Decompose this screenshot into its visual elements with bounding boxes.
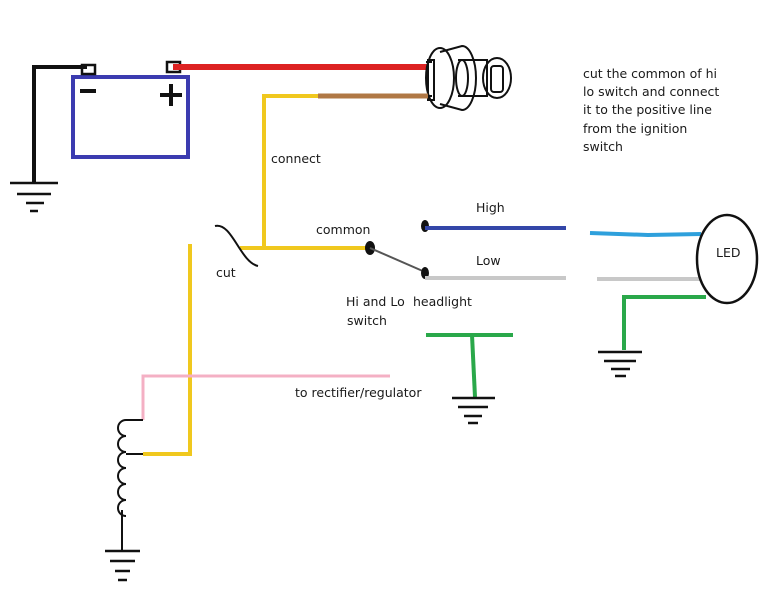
cut-mark <box>214 224 259 267</box>
ignition-switch <box>425 44 512 112</box>
connect-label: connect <box>271 151 321 166</box>
rectifier-label: to rectifier/regulator <box>295 385 422 400</box>
high-label: High <box>476 200 505 215</box>
led-ground <box>598 295 706 378</box>
note-line: switch <box>583 139 623 154</box>
led-label: LED <box>716 245 741 260</box>
note-line: it to the positive line <box>583 102 712 117</box>
switch-label-line2: switch <box>347 313 387 328</box>
headlight-ground <box>426 333 513 425</box>
battery-ground <box>10 65 87 213</box>
low-label: Low <box>476 253 501 268</box>
common-label: common <box>316 222 370 237</box>
note-line: lo switch and connect <box>583 84 719 99</box>
rectifier-wire <box>141 374 390 420</box>
battery <box>71 60 190 159</box>
led-lamp <box>695 213 759 305</box>
note-line: cut the common of hi <box>583 66 717 81</box>
cut-label: cut <box>216 265 236 280</box>
hi-lo-switch <box>365 220 429 279</box>
yellow-wires <box>143 94 372 456</box>
switch-label-line1: Hi and Lo <box>346 294 405 309</box>
instruction-note: cut the common of hi lo switch and conne… <box>583 66 719 154</box>
led-high-wire <box>589 231 702 238</box>
headlight-label: headlight <box>413 294 472 309</box>
stator-coil <box>117 419 143 550</box>
note-line: from the ignition <box>583 121 687 136</box>
stator-ground <box>105 549 140 582</box>
